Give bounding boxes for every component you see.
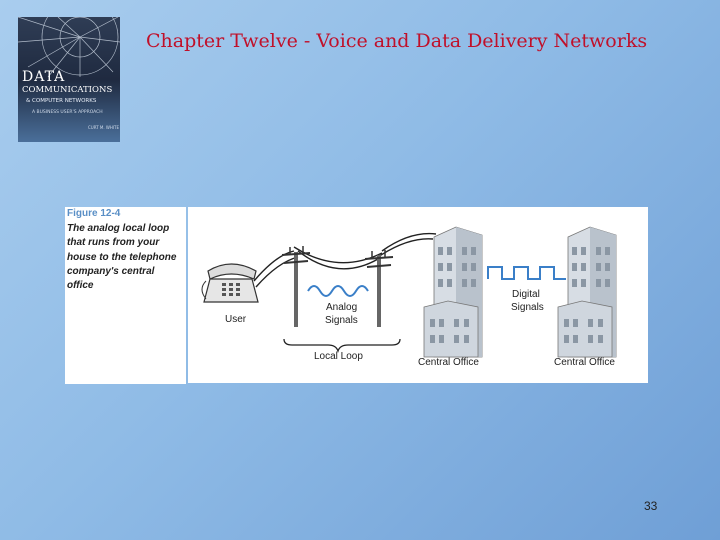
book-title-line2: COMMUNICATIONS (22, 85, 113, 95)
label-analog-line2: Signals (325, 315, 358, 326)
book-title-line1: DATA (22, 69, 66, 85)
utility-pole-left (281, 246, 311, 327)
label-analog-line1: Analog (326, 302, 357, 313)
local-loop-diagram: User Analog Signals Local Loop Digital S… (188, 207, 648, 383)
label-local-loop: Local Loop (314, 351, 363, 362)
label-user: User (225, 314, 247, 325)
central-office-building-right (557, 226, 617, 358)
analog-wave (307, 285, 369, 297)
local-loop-bracket (283, 338, 401, 354)
label-central-office-left: Central Office (418, 357, 479, 368)
slide-title: Chapter Twelve - Voice and Data Delivery… (146, 30, 648, 52)
book-cover-image: DATA COMMUNICATIONS & COMPUTER NETWORKS … (18, 17, 120, 142)
telephone-wires (253, 232, 437, 288)
book-author: CURT M. WHITE (88, 125, 120, 130)
digital-wave (487, 266, 566, 280)
label-digital-line1: Digital (512, 289, 540, 300)
central-office-building-left (423, 226, 483, 358)
label-central-office-right: Central Office (554, 357, 615, 368)
book-subtitle: A BUSINESS USER'S APPROACH (32, 110, 103, 115)
utility-pole-right (364, 250, 394, 327)
telephone-icon (201, 263, 259, 303)
book-cover-art (18, 17, 120, 78)
book-title-line3: & COMPUTER NETWORKS (26, 98, 97, 104)
figure-caption-text: The analog local loop that runs from you… (67, 223, 177, 292)
figure-caption-heading: Figure 12-4 (67, 208, 121, 219)
figure-caption-panel: Figure 12-4 The analog local loop that r… (65, 207, 186, 384)
label-digital-line2: Signals (511, 302, 544, 313)
page-number: 33 (644, 499, 658, 513)
